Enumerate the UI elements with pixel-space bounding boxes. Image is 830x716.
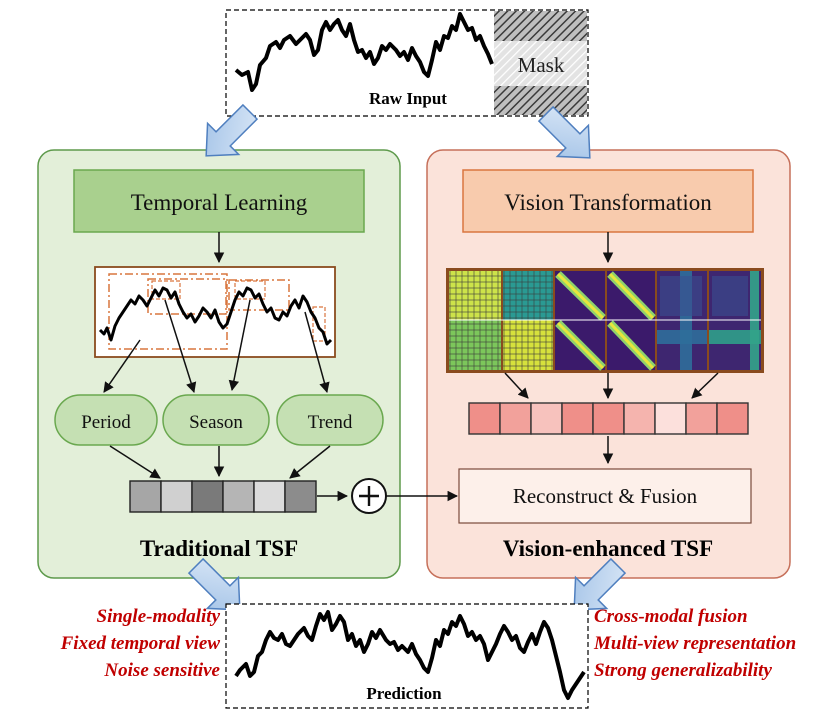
traditional-tsf-title: Traditional TSF: [140, 536, 298, 561]
raw-input-box: Mask Raw Input: [225, 9, 589, 117]
block-arrow-icon: [537, 105, 591, 159]
token-cell: [499, 402, 532, 435]
token-cell: [253, 480, 286, 513]
mask-bottom-hatch: [494, 86, 587, 115]
decomposition-plot: [94, 266, 336, 358]
note-cross-modal-fusion: Cross-modal fusion: [594, 606, 748, 627]
token-cell: [592, 402, 625, 435]
token-cell: [222, 480, 255, 513]
raw-input-series: [234, 12, 494, 92]
prediction-series: [234, 610, 586, 700]
block-arrow-icon: [573, 557, 627, 611]
period-label: Period: [81, 412, 131, 433]
vision-image-tiles: [446, 268, 764, 373]
temporal-learning-label: Temporal Learning: [131, 190, 308, 215]
arrow-connector: [228, 299, 251, 392]
note-fixed-temporal-view: Fixed temporal view: [60, 633, 221, 654]
token-cell: [561, 402, 594, 435]
token-cell: [284, 480, 317, 513]
period-pill: Period: [54, 394, 158, 446]
token-cell: [468, 402, 501, 435]
token-cell: [716, 402, 749, 435]
fusion-label: Reconstruct & Fusion: [513, 484, 698, 508]
season-label: Season: [189, 412, 243, 433]
note-strong-generalizability: Strong generalizability: [594, 660, 772, 681]
arrow-connector: [504, 372, 529, 399]
left-notes: Single-modality Fixed temporal view Nois…: [60, 606, 221, 681]
token-cell: [160, 480, 193, 513]
arrow-connector: [289, 445, 331, 479]
block-arrow-icon: [187, 557, 241, 611]
note-noise-sensitive: Noise sensitive: [103, 660, 220, 681]
note-single-modality: Single-modality: [97, 606, 221, 627]
trend-label: Trend: [308, 412, 353, 433]
mask-middle: [494, 41, 587, 86]
token-cell: [191, 480, 224, 513]
temporal-token-strip: [129, 480, 317, 513]
block-arrow-icon: [205, 103, 259, 157]
token-cell: [654, 402, 687, 435]
vision-transformation-label: Vision Transformation: [504, 190, 712, 215]
prediction-box: Prediction: [225, 603, 589, 709]
mask-label: Mask: [518, 53, 565, 77]
vision-tsf-title: Vision-enhanced TSF: [503, 536, 713, 561]
token-cell: [129, 480, 162, 513]
vision-token-strip: [468, 402, 749, 435]
arrow-connector: [109, 445, 161, 479]
token-cell: [530, 402, 563, 435]
note-multi-view-representation: Multi-view representation: [593, 633, 796, 654]
token-cell: [685, 402, 718, 435]
token-cell: [623, 402, 656, 435]
arrow-connector: [691, 372, 719, 399]
fusion-box: [458, 468, 752, 524]
arrow-connector: [164, 299, 197, 394]
trend-pill: Trend: [276, 394, 384, 446]
arrow-connector: [304, 311, 330, 394]
vision-transformation-box: [462, 169, 754, 233]
circle-plus-icon: [351, 478, 387, 514]
season-pill: Season: [162, 394, 270, 446]
right-notes: Cross-modal fusion Multi-view representa…: [593, 606, 796, 681]
prediction-label: Prediction: [366, 684, 442, 703]
raw-input-label: Raw Input: [369, 89, 447, 108]
arrow-connector: [103, 339, 141, 393]
mask-top-hatch: [494, 11, 587, 41]
